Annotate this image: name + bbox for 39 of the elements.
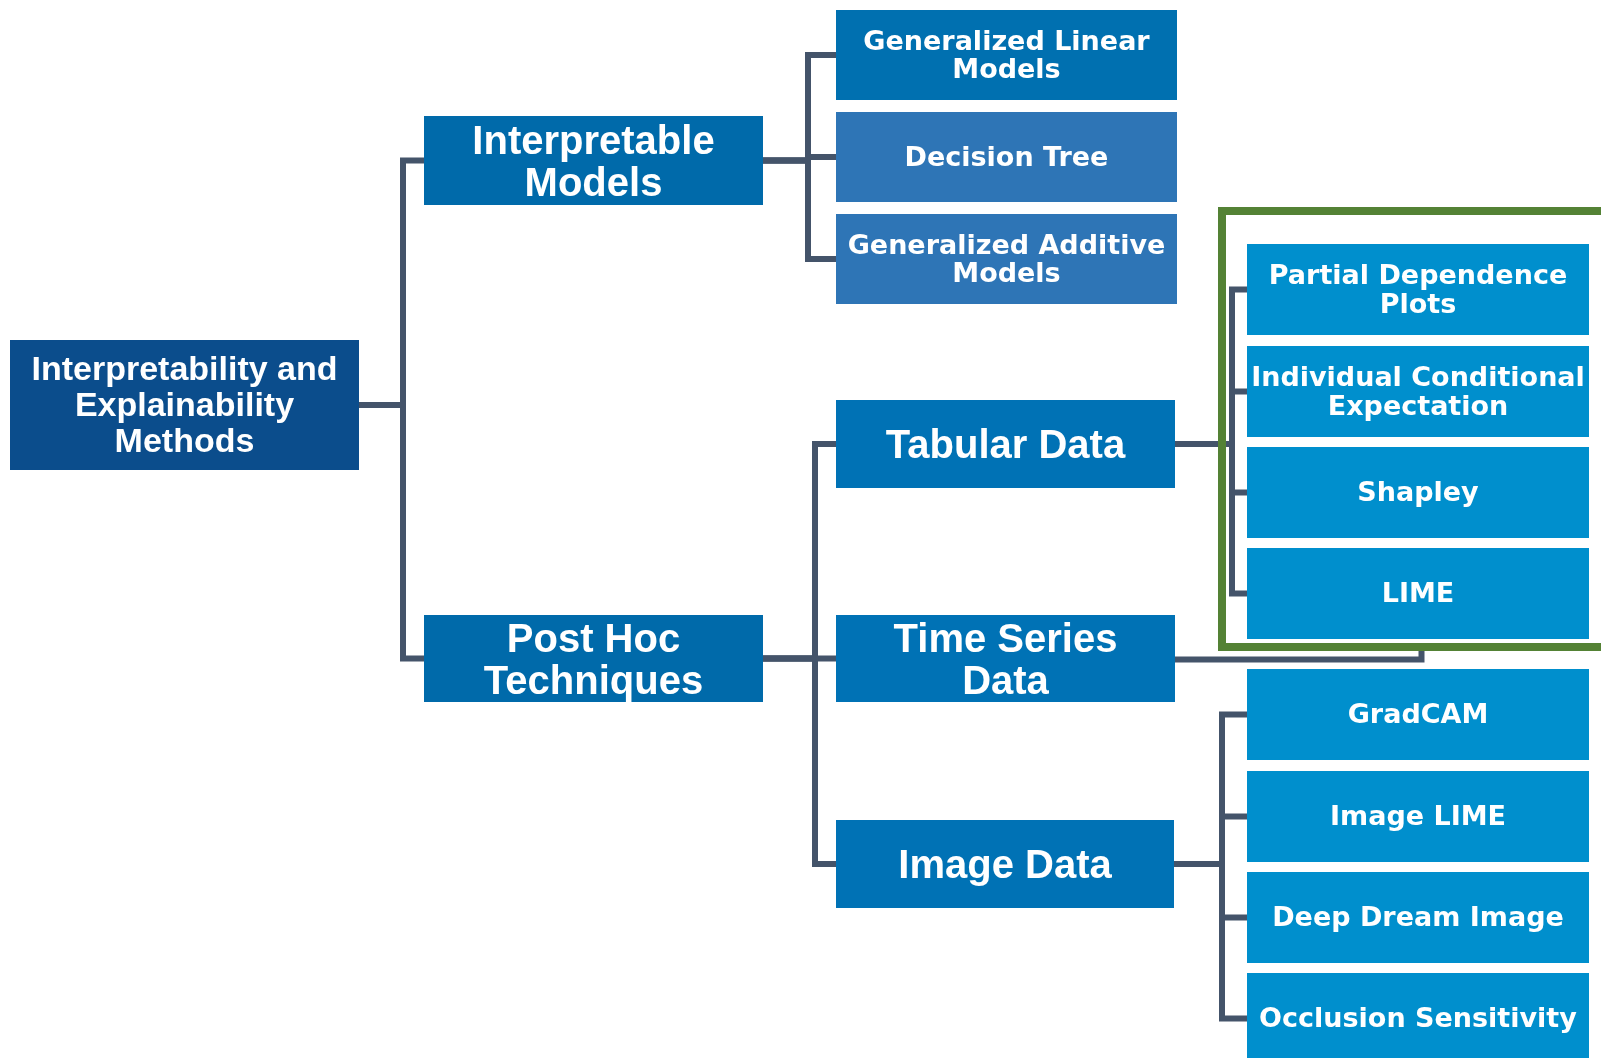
box-label: Generalized Linear Models <box>862 26 1151 84</box>
category-box <box>1247 669 1589 760</box>
category-box <box>1247 447 1589 538</box>
box-label: Interpretability and Explainability Methods <box>30 351 339 459</box>
connector-line <box>1175 651 1425 663</box>
category-box <box>1247 346 1589 437</box>
category-box <box>836 112 1177 202</box>
box-label: Partial Dependence Plots <box>1267 261 1569 318</box>
box-label: Deep Dream Image <box>1272 903 1564 932</box>
category-box <box>1247 548 1589 639</box>
connector-line <box>359 402 424 662</box>
category-box <box>836 10 1177 100</box>
box-label: Image LIME <box>1330 802 1506 831</box>
box-label: Decision Tree <box>904 142 1109 172</box>
category-box <box>1247 244 1589 335</box>
box-label: Individual Conditional Expectation <box>1251 363 1585 420</box>
category-box <box>1247 872 1589 963</box>
box-label: LIME <box>1381 579 1455 608</box>
category-box <box>1247 973 1589 1058</box>
group-frame <box>1218 207 1601 651</box>
box-label: Occlusion Sensitivity <box>1259 1004 1577 1033</box>
category-box <box>1247 771 1589 862</box>
category-box <box>424 615 763 702</box>
box-label: Tabular Data <box>885 423 1126 465</box>
category-box <box>836 214 1177 304</box>
box-label: Image Data <box>898 843 1112 885</box>
box-label: Time Series Data <box>892 616 1119 701</box>
box-label: GradCAM <box>1347 700 1489 729</box>
connector-line <box>763 157 836 262</box>
category-box <box>10 340 359 470</box>
box-label: Shapley <box>1357 478 1479 507</box>
category-box <box>836 820 1174 908</box>
category-box <box>424 116 763 205</box>
connector-line <box>763 655 836 867</box>
box-label: Generalized Additive Models <box>846 230 1167 288</box>
box-label: Interpretable Models <box>471 118 716 203</box>
category-box <box>836 615 1175 702</box>
category-box <box>836 400 1175 488</box>
box-label: Post Hoc Techniques <box>482 616 705 701</box>
